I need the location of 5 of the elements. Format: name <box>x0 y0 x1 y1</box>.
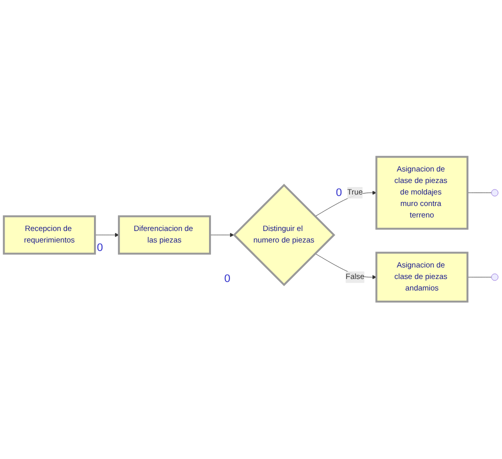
connector <box>467 277 492 278</box>
counter-label: 0 <box>224 273 230 286</box>
counter-label: 0 <box>96 242 104 254</box>
connector <box>467 192 492 194</box>
counter-label: 0 <box>336 187 342 200</box>
